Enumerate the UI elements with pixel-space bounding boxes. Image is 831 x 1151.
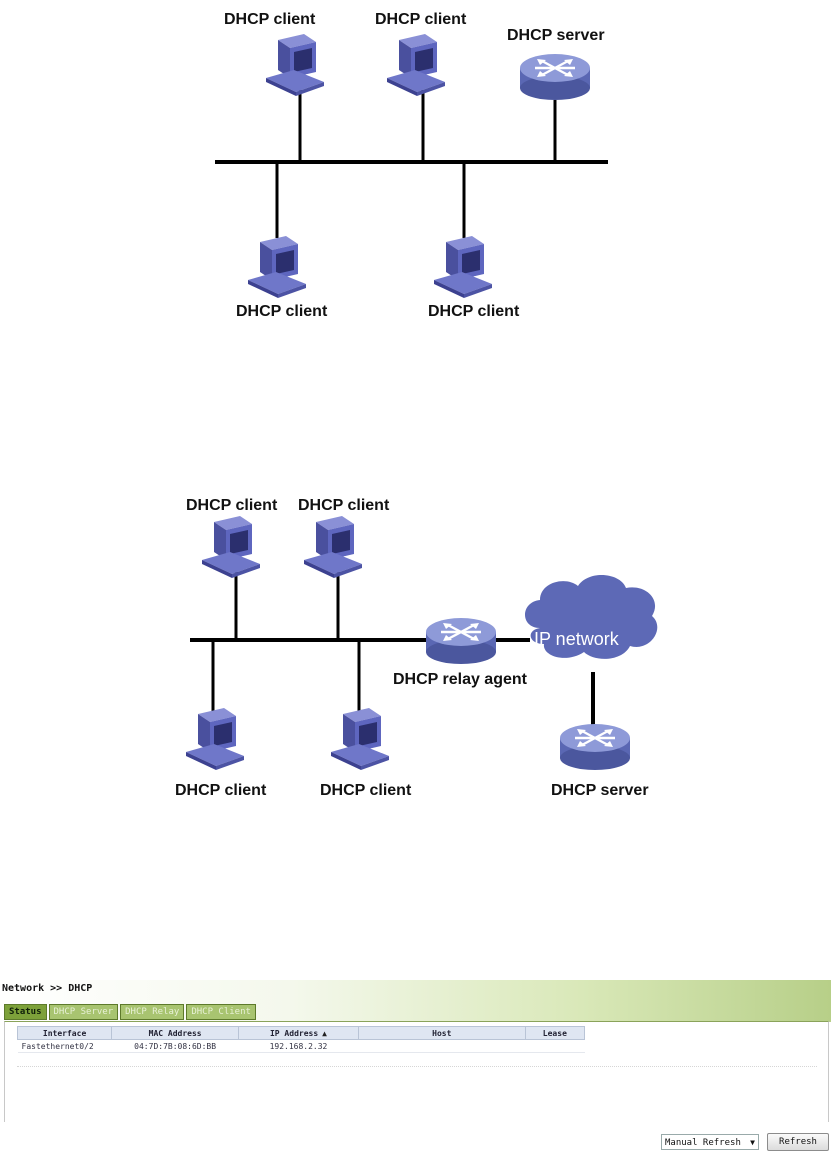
pc-client-icon bbox=[304, 516, 362, 578]
divider bbox=[17, 1066, 817, 1067]
column-header-mac[interactable]: MAC Address bbox=[111, 1026, 240, 1040]
pc-client-icon bbox=[434, 236, 492, 298]
panel-header: Network >> DHCP Status DHCP Server DHCP … bbox=[0, 980, 831, 1022]
client-label: DHCP client bbox=[428, 303, 520, 320]
relay-agent-router-icon bbox=[424, 616, 498, 666]
cell-mac: 04:7D:7B:08:6D:BB bbox=[111, 1039, 239, 1053]
table-row[interactable]: Fastethernet0/2 04:7D:7B:08:6D:BB 192.16… bbox=[17, 1039, 585, 1053]
pc-client-icon bbox=[186, 708, 244, 770]
pc-client-icon bbox=[248, 236, 306, 298]
column-header-ip[interactable]: IP Address▲ bbox=[238, 1026, 359, 1040]
column-header-host[interactable]: Host bbox=[357, 1026, 526, 1040]
cloud-label: IP network bbox=[534, 629, 620, 649]
cell-lease bbox=[525, 1039, 585, 1053]
column-header-lease[interactable]: Lease bbox=[524, 1026, 586, 1040]
tab-content: Interface MAC Address IP Address▲ Host L… bbox=[4, 1021, 829, 1151]
cell-host bbox=[358, 1039, 526, 1053]
dhcp-topology-diagram: DHCP client DHCP client DHCP server DHCP… bbox=[215, 11, 608, 320]
tab-dhcp-client[interactable]: DHCP Client bbox=[186, 1004, 256, 1020]
client-label: DHCP client bbox=[224, 11, 316, 28]
table-header-row: Interface MAC Address IP Address▲ Host L… bbox=[16, 1026, 586, 1040]
tab-status[interactable]: Status bbox=[4, 1004, 47, 1020]
client-label: DHCP client bbox=[175, 782, 267, 799]
tab-dhcp-server[interactable]: DHCP Server bbox=[48, 1004, 119, 1020]
refresh-mode-select[interactable]: Manual Refresh ▼ bbox=[661, 1134, 759, 1150]
dhcp-server-router-icon bbox=[518, 52, 592, 102]
server-label: DHCP server bbox=[551, 782, 649, 799]
client-label: DHCP client bbox=[375, 11, 467, 28]
relay-label: DHCP relay agent bbox=[393, 671, 528, 688]
client-label: DHCP client bbox=[236, 303, 328, 320]
pc-client-icon bbox=[331, 708, 389, 770]
chevron-down-icon: ▼ bbox=[750, 1138, 755, 1147]
tab-dhcp-relay[interactable]: DHCP Relay bbox=[120, 1004, 185, 1020]
tab-bar: Status DHCP Server DHCP Relay DHCP Clien… bbox=[4, 1004, 256, 1020]
cell-ip: 192.168.2.32 bbox=[238, 1039, 359, 1053]
client-label: DHCP client bbox=[320, 782, 412, 799]
server-label: DHCP server bbox=[507, 27, 605, 44]
pc-client-icon bbox=[202, 516, 260, 578]
dhcp-status-table: Interface MAC Address IP Address▲ Host L… bbox=[16, 1026, 586, 1053]
client-label: DHCP client bbox=[298, 497, 390, 514]
sort-ascending-icon[interactable]: ▲ bbox=[322, 1028, 327, 1038]
breadcrumb: Network >> DHCP bbox=[2, 983, 93, 994]
cell-interface: Fastethernet0/2 bbox=[17, 1039, 112, 1053]
pc-client-icon bbox=[387, 34, 445, 96]
ip-network-cloud-icon bbox=[525, 574, 658, 659]
dhcp-server-router-icon bbox=[558, 722, 632, 772]
pc-client-icon bbox=[266, 34, 324, 96]
refresh-button[interactable]: Refresh bbox=[767, 1133, 829, 1151]
column-header-interface[interactable]: Interface bbox=[16, 1026, 113, 1040]
dhcp-status-panel: Network >> DHCP Status DHCP Server DHCP … bbox=[0, 980, 831, 1151]
column-header-ip-label: IP Address bbox=[269, 1028, 319, 1038]
dhcp-relay-topology-diagram: DHCP client DHCP client IP network DHCP … bbox=[175, 497, 658, 799]
refresh-mode-value: Manual Refresh bbox=[665, 1138, 741, 1148]
client-label: DHCP client bbox=[186, 497, 278, 514]
